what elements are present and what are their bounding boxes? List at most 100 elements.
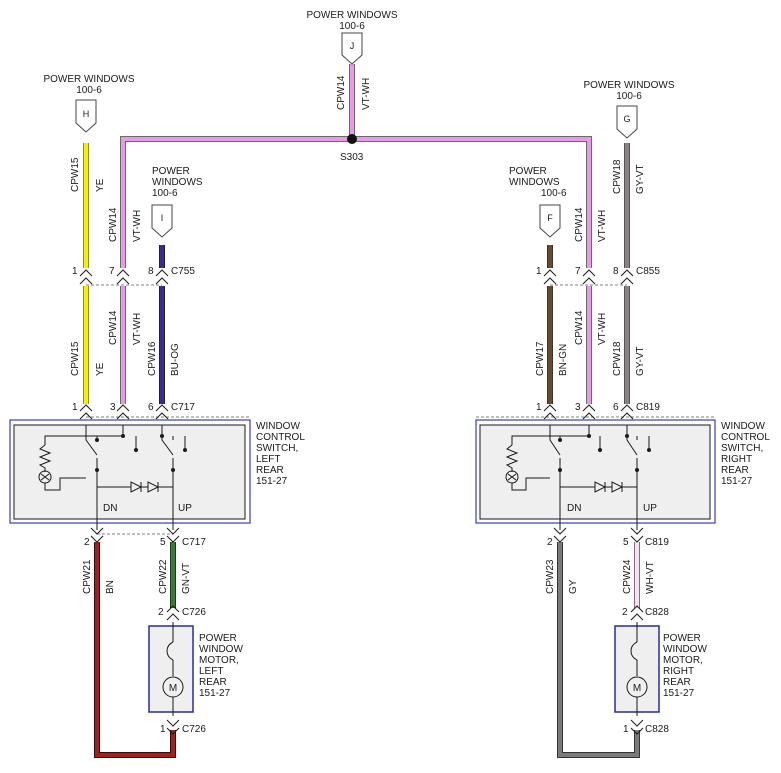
splice-point xyxy=(347,134,357,144)
connector-c819-top: 1 3 6 C819 xyxy=(476,402,715,420)
connector-i-title1: POWER xyxy=(152,166,190,177)
switch-left-l5: REAR xyxy=(256,465,284,476)
connector-j-letter: J xyxy=(350,41,355,51)
c717b-pin-2: 2 xyxy=(84,537,90,548)
wire-label-h-top-circuit: CPW15 xyxy=(70,157,81,192)
c717b-name: C717 xyxy=(182,537,206,548)
wire-label-i-bot-color: BU-OG xyxy=(170,343,181,376)
connector-f-title1: POWER xyxy=(509,166,547,177)
c828-bot-name: C828 xyxy=(645,724,669,735)
c726-bot-name: C726 xyxy=(182,724,206,735)
connector-c855: 1 7 8 C855 xyxy=(536,266,660,286)
wire-label-r-dn-circuit: CPW23 xyxy=(545,559,556,594)
wire-label-r-dn-color: GY xyxy=(568,579,579,594)
c819-pin-1: 1 xyxy=(536,402,542,413)
motor-left-l5: REAR xyxy=(199,677,227,688)
connector-j-title: POWER WINDOWS xyxy=(306,10,397,21)
motor-right-l2: WINDOW xyxy=(663,644,707,655)
c828-bot-pin: 1 xyxy=(623,724,629,735)
wire-label-j-color: VT-WH xyxy=(361,78,372,110)
motor-left-label: POWER WINDOW MOTOR, LEFT REAR 151-27 xyxy=(199,633,243,699)
c819b-pin-5: 5 xyxy=(623,537,629,548)
connector-i: POWER WINDOWS 100-6 I xyxy=(151,166,203,238)
switch-right-dn: DN xyxy=(567,503,581,514)
motor-left-l4: LEFT xyxy=(199,666,223,677)
motor-left-l6: 151-27 xyxy=(199,688,231,699)
switch-right-l6: 151-27 xyxy=(721,476,753,487)
wire-label-l7-top-color: VT-WH xyxy=(132,210,143,242)
connector-i-letter: I xyxy=(161,213,164,223)
wire-label-r7-top-color: VT-WH xyxy=(597,210,608,242)
motor-left-l1: POWER xyxy=(199,633,237,644)
c819b-name: C819 xyxy=(645,537,669,548)
connector-h-ref: 100-6 xyxy=(76,85,102,96)
connector-f-ref: 100-6 xyxy=(541,188,567,199)
c819-pin-6: 6 xyxy=(613,402,619,413)
c717-name: C717 xyxy=(171,402,195,413)
motor-right-l5: REAR xyxy=(663,677,691,688)
c819-pin-3: 3 xyxy=(575,402,581,413)
c755-name: C755 xyxy=(171,266,195,277)
c717-pin-3: 3 xyxy=(110,402,116,413)
wire-label-j-circuit: CPW14 xyxy=(336,75,347,110)
connector-c726: 2 C726 1 C726 xyxy=(158,605,206,735)
connector-g-title: POWER WINDOWS xyxy=(583,80,674,91)
motor-right-l1: POWER xyxy=(663,633,701,644)
c819b-pin-2: 2 xyxy=(547,537,553,548)
wire-label-g-top-color: GY-VT xyxy=(635,164,646,194)
connector-g-letter: G xyxy=(623,114,630,124)
c819-name: C819 xyxy=(636,402,660,413)
wire-label-l-dn-circuit: CPW21 xyxy=(82,559,93,594)
motor-right-l3: MOTOR, xyxy=(663,655,703,666)
motor-left-l2: WINDOW xyxy=(199,644,243,655)
wire-label-f-bot-circuit: CPW17 xyxy=(535,341,546,376)
connector-c819-bottom: 2 5 C819 xyxy=(547,527,669,548)
switch-right-l5: REAR xyxy=(721,465,749,476)
motor-right-label: POWER WINDOW MOTOR, RIGHT REAR 151-27 xyxy=(663,633,707,699)
connector-j: POWER WINDOWS 100-6 J xyxy=(306,10,398,65)
connector-h-title: POWER WINDOWS xyxy=(43,74,134,85)
wire-label-r-up-color: WH-VT xyxy=(645,561,656,594)
switch-left-l3: SWITCH, xyxy=(256,443,298,454)
switch-left-l2: CONTROL xyxy=(256,432,305,443)
switch-right-label: WINDOW CONTROL SWITCH, RIGHT REAR 151-27 xyxy=(721,421,770,487)
splice-label: S303 xyxy=(340,152,364,163)
connector-j-ref: 100-6 xyxy=(339,21,365,32)
wire-label-l-up-circuit: CPW22 xyxy=(158,559,169,594)
wire-label-r7-bot-color: VT-WH xyxy=(597,313,608,345)
motor-right-symbol: M xyxy=(633,683,641,694)
connector-c828: 2 C828 1 C828 xyxy=(622,605,669,735)
wire-label-r7-bot-circuit: CPW14 xyxy=(574,310,585,345)
connector-f-letter: F xyxy=(547,213,553,223)
c726-top-pin: 2 xyxy=(158,607,164,618)
switch-left-l6: 151-27 xyxy=(256,476,288,487)
c855-pin-7: 7 xyxy=(575,266,581,277)
c726-top-name: C726 xyxy=(182,607,206,618)
wire-label-g-top-circuit: CPW18 xyxy=(612,159,623,194)
c855-name: C855 xyxy=(636,266,660,277)
wire-label-l-dn-color: BN xyxy=(105,580,116,594)
motor-left: M xyxy=(148,622,194,716)
connector-h-letter: H xyxy=(83,109,90,119)
connector-c755: 1 7 8 C755 xyxy=(72,266,195,286)
connector-g-ref: 100-6 xyxy=(616,91,642,102)
switch-left-dn: DN xyxy=(103,503,117,514)
c717-pin-1: 1 xyxy=(72,402,78,413)
connector-h: POWER WINDOWS 100-6 H xyxy=(43,74,135,133)
switch-right-l2: CONTROL xyxy=(721,432,770,443)
motor-left-l3: MOTOR, xyxy=(199,655,239,666)
motor-left-symbol: M xyxy=(169,683,177,694)
connector-f-title2: WINDOWS xyxy=(509,177,560,188)
wire-label-r-up-circuit: CPW24 xyxy=(622,559,633,594)
wire-label-g-bot-color: GY-VT xyxy=(635,346,646,376)
switch-left-label: WINDOW CONTROL SWITCH, LEFT REAR 151-27 xyxy=(256,421,305,487)
c717-pin-6: 6 xyxy=(148,402,154,413)
motor-right-l4: RIGHT xyxy=(663,666,694,677)
connector-i-title2: WINDOWS xyxy=(152,177,203,188)
c755-pin-8: 8 xyxy=(148,266,154,277)
c755-pin-1: 1 xyxy=(72,266,78,277)
wire-label-r7-top-circuit: CPW14 xyxy=(574,207,585,242)
c726-bot-pin: 1 xyxy=(160,724,166,735)
connector-f: POWER WINDOWS 100-6 F xyxy=(509,166,567,238)
switch-right-l4: RIGHT xyxy=(721,454,752,465)
